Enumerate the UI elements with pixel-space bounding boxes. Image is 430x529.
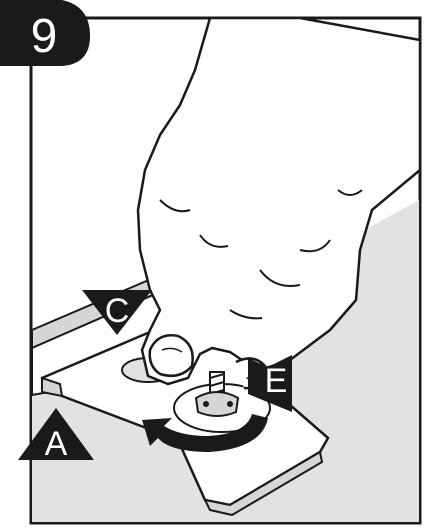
step-number: 9 (31, 10, 58, 63)
step-number-badge: 9 (0, 0, 90, 66)
label-c: C (105, 292, 130, 330)
label-e: E (265, 362, 288, 400)
label-a: A (45, 425, 68, 463)
